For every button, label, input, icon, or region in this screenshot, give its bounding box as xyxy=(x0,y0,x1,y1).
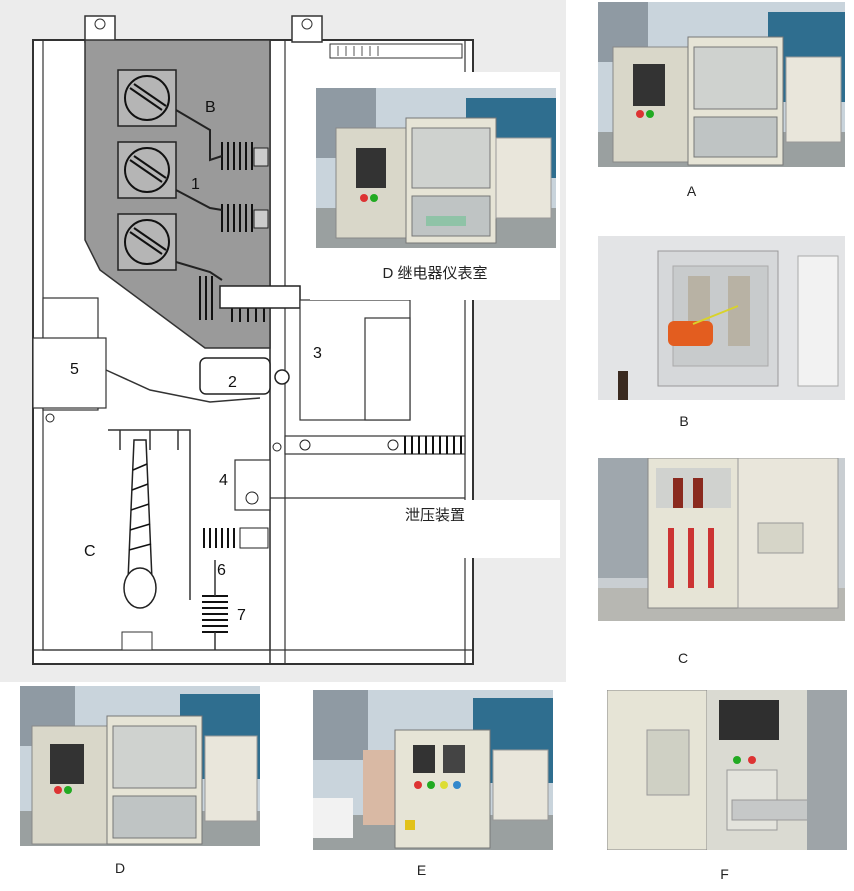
pressure-relief-label: 泄压装置 xyxy=(404,507,465,524)
callout-7: 7 xyxy=(237,607,246,624)
callout-4: 4 xyxy=(219,472,228,489)
inset-photo xyxy=(316,88,556,248)
callout-c: C xyxy=(84,543,96,560)
callout-1: 1 xyxy=(191,176,200,193)
photo-b xyxy=(598,236,845,400)
photo-b-caption: B xyxy=(679,413,689,429)
callout-5: 5 xyxy=(70,361,79,378)
callout-3: 3 xyxy=(313,345,322,362)
photo-a xyxy=(598,2,845,167)
photo-c-caption: C xyxy=(677,650,689,666)
photo-a-caption: A xyxy=(686,183,697,199)
photo-d xyxy=(20,686,260,846)
photo-c xyxy=(598,458,845,621)
inset-caption: D 继电器仪表室 xyxy=(382,265,488,282)
photo-e-caption: E xyxy=(416,862,427,878)
photo-f-caption: F xyxy=(720,866,729,882)
photo-e xyxy=(313,690,553,850)
pressure-relief-label-box: 泄压装置 xyxy=(310,500,560,558)
callout-6: 6 xyxy=(217,562,226,579)
photo-f xyxy=(607,690,847,850)
callout-2: 2 xyxy=(228,374,237,391)
callout-b: B xyxy=(205,99,216,116)
photo-d-caption: D xyxy=(114,860,126,876)
inset-panel: D 继电器仪表室 xyxy=(310,72,560,300)
